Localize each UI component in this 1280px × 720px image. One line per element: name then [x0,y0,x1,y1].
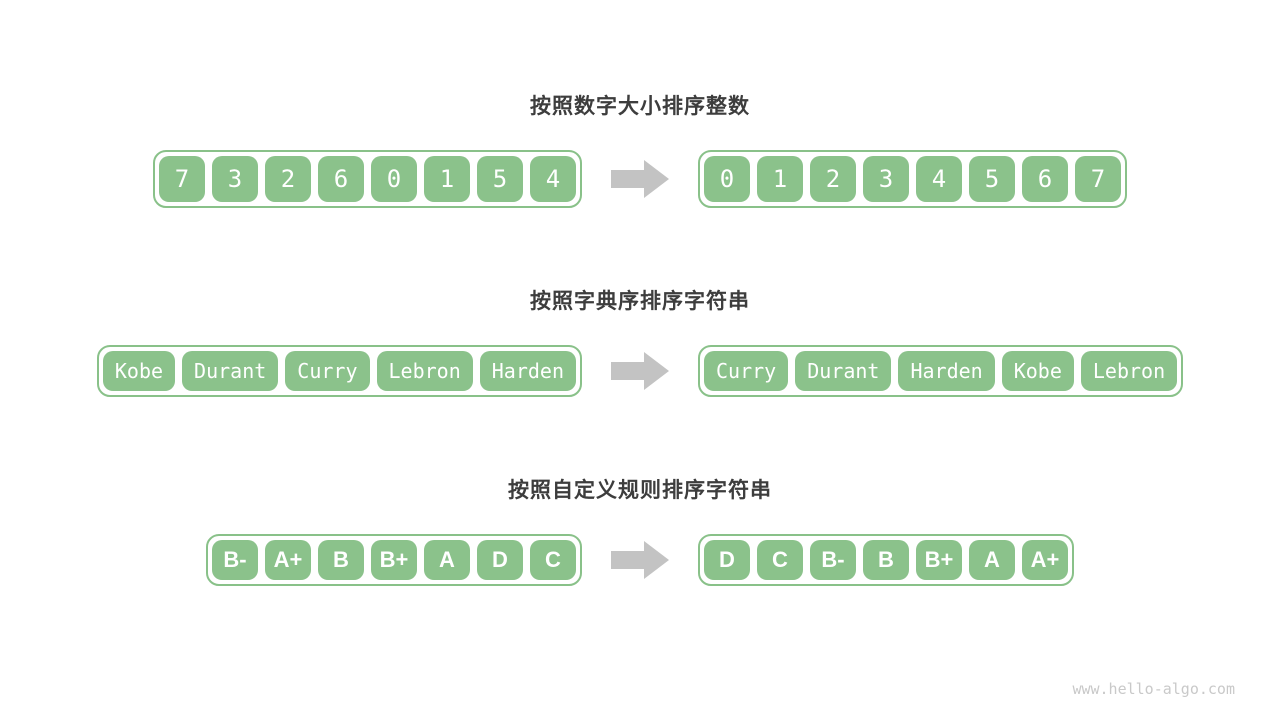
array-cell: C [757,540,803,580]
array-cell: 3 [863,156,909,202]
array-cell: Harden [898,351,995,391]
watermark: www.hello-algo.com [1072,680,1235,698]
array-cell: 2 [810,156,856,202]
array-cell: 0 [371,156,417,202]
array-cell: B+ [371,540,417,580]
array-cell: 7 [1075,156,1121,202]
array-cell: 1 [424,156,470,202]
array-cell: B [318,540,364,580]
right-arrow-icon [611,352,669,390]
array-cell: Curry [285,351,370,391]
array-cell: B [863,540,909,580]
section-title: 按照自定义规则排序字符串 [508,479,772,502]
array-cell: A [969,540,1015,580]
array-cell: Curry [704,351,789,391]
array-cell: A+ [265,540,311,580]
array-cell: Lebron [376,351,473,391]
section-title: 按照数字大小排序整数 [530,95,750,118]
section-title: 按照字典序排序字符串 [530,290,750,313]
array-cell: 5 [477,156,523,202]
array-cell: B- [810,540,856,580]
array-cell: 1 [757,156,803,202]
arrow-zone [582,352,698,390]
array-cell: 4 [530,156,576,202]
array-cell: Durant [182,351,279,391]
array-cell: Kobe [102,351,176,391]
array-cell: A+ [1022,540,1068,580]
array-cell: 4 [916,156,962,202]
arrow-zone [582,541,698,579]
array-cell: 0 [704,156,750,202]
array-cell: D [477,540,523,580]
array-cell: 6 [318,156,364,202]
array-cell: B+ [916,540,962,580]
array-cell: 2 [265,156,311,202]
array-cell: Lebron [1080,351,1178,391]
array-cell: D [704,540,750,580]
arrow-zone [582,160,698,198]
array-cell: 3 [212,156,258,202]
array-cell: Kobe [1001,351,1074,391]
array-cell: C [530,540,576,580]
right-arrow-icon [611,541,669,579]
array-cell: Durant [795,351,892,391]
array-cell: B- [212,540,258,580]
array-cell: A [424,540,470,580]
right-arrow-icon [611,160,669,198]
array-cell: Harden [479,351,576,391]
array-cell: 5 [969,156,1015,202]
array-cell: 7 [159,156,205,202]
array-cell: 6 [1022,156,1068,202]
